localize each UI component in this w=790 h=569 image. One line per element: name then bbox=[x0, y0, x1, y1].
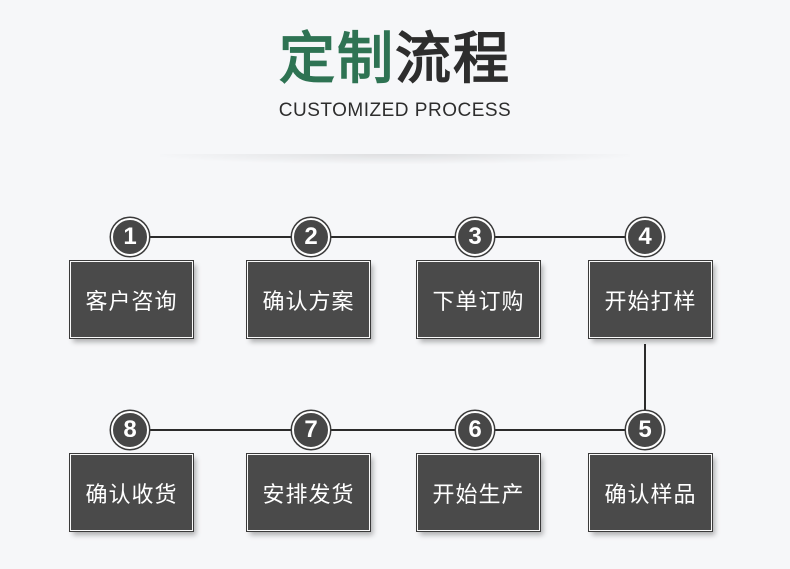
step-label: 客户咨询 bbox=[85, 289, 178, 315]
step-number: 2 bbox=[304, 223, 318, 250]
step-number-badge-6: 6 bbox=[456, 411, 494, 449]
step-box-7: 安排发货 bbox=[246, 453, 371, 532]
step-number: 6 bbox=[468, 416, 482, 443]
step-box-1: 客户咨询 bbox=[69, 260, 194, 339]
step-number: 7 bbox=[304, 416, 318, 443]
step-box-8: 确认收货 bbox=[69, 453, 194, 532]
step-number: 3 bbox=[468, 223, 482, 250]
page-title: 定制流程 bbox=[0, 22, 790, 98]
step-number-badge-3: 3 bbox=[456, 218, 494, 256]
title-divider-shadow bbox=[160, 154, 630, 164]
title-rest: 流程 bbox=[395, 27, 511, 92]
step-label: 安排发货 bbox=[262, 482, 355, 508]
step-number: 5 bbox=[638, 416, 652, 443]
step-label: 下单订购 bbox=[432, 289, 525, 315]
connector-row-2 bbox=[130, 429, 646, 431]
step-number-badge-5: 5 bbox=[626, 411, 664, 449]
step-label: 确认方案 bbox=[262, 289, 355, 315]
step-number-badge-4: 4 bbox=[626, 218, 664, 256]
step-number-badge-2: 2 bbox=[292, 218, 330, 256]
step-number: 4 bbox=[638, 223, 652, 250]
step-number: 8 bbox=[123, 416, 137, 443]
step-label: 确认样品 bbox=[604, 482, 697, 508]
step-number-badge-8: 8 bbox=[111, 411, 149, 449]
step-label: 开始打样 bbox=[604, 289, 697, 315]
step-box-6: 开始生产 bbox=[416, 453, 541, 532]
step-number: 1 bbox=[123, 223, 137, 250]
step-box-4: 开始打样 bbox=[588, 260, 713, 339]
step-number-badge-1: 1 bbox=[111, 218, 149, 256]
connector-4-to-5 bbox=[644, 344, 646, 430]
step-number-badge-7: 7 bbox=[292, 411, 330, 449]
step-box-5: 确认样品 bbox=[588, 453, 713, 532]
step-label: 确认收货 bbox=[85, 482, 178, 508]
page-subtitle: CUSTOMIZED PROCESS bbox=[278, 100, 512, 121]
title-highlight: 定制 bbox=[279, 27, 395, 92]
step-label: 开始生产 bbox=[432, 482, 525, 508]
step-box-2: 确认方案 bbox=[246, 260, 371, 339]
connector-row-1 bbox=[130, 236, 646, 238]
step-box-3: 下单订购 bbox=[416, 260, 541, 339]
